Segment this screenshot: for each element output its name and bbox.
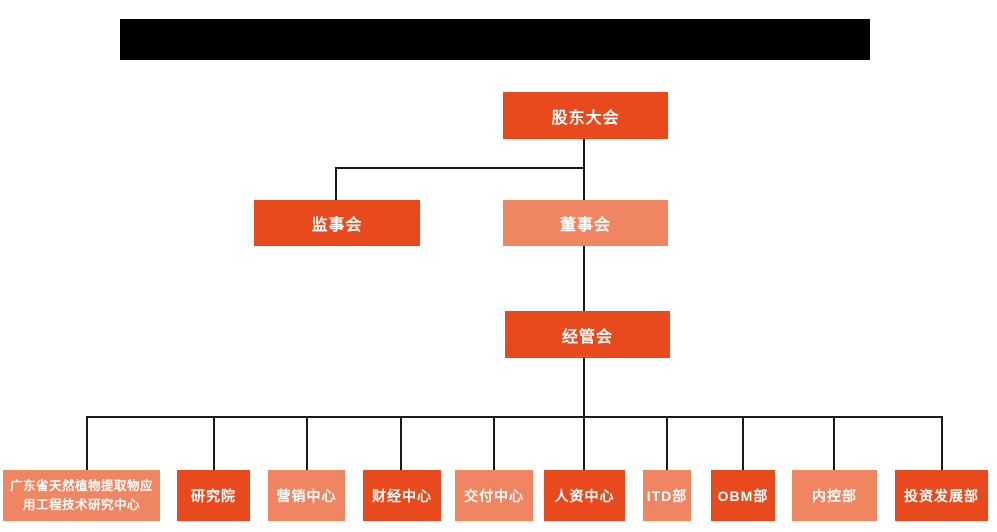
org-node-board-of-directors: 董事会 [503, 200, 668, 246]
org-node-delivery-center: 交付中心 [455, 470, 533, 521]
org-node-obm-department: OBM部 [711, 470, 775, 521]
connector-dept-drop-9 [833, 416, 835, 470]
org-node-investment-development-department: 投资发展部 [895, 470, 988, 521]
connector-dept-drop-4 [400, 416, 402, 470]
redacted-title-bar [120, 19, 870, 60]
org-node-shareholders-meeting: 股东大会 [503, 92, 668, 139]
connector-dept-drop-8 [742, 416, 744, 470]
connector-root-drop [583, 139, 585, 169]
connector-board-to-management [583, 246, 585, 311]
org-node-itd-department: ITD部 [643, 470, 691, 521]
org-node-finance-center: 财经中心 [363, 470, 441, 521]
connector-board-drop [583, 167, 585, 200]
connector-dept-drop-2 [213, 416, 215, 470]
connector-dept-drop-10 [941, 416, 943, 470]
org-node-internal-control-department: 内控部 [792, 470, 877, 521]
connector-level2-horizontal [335, 167, 585, 169]
org-node-management-committee: 经管会 [505, 311, 670, 358]
org-node-research-center: 广东省天然植物提取物应用工程技术研究中心 [3, 470, 160, 521]
org-node-supervisory-board: 监事会 [254, 200, 420, 246]
connector-supervisory-drop [335, 167, 337, 200]
connector-dept-drop-3 [306, 416, 308, 470]
connector-dept-drop-5 [493, 416, 495, 470]
connector-dept-drop-1 [86, 416, 88, 470]
connector-management-drop [583, 358, 585, 470]
org-node-marketing-center: 营销中心 [268, 470, 345, 521]
connector-dept-drop-7 [666, 416, 668, 470]
org-node-research-institute: 研究院 [177, 470, 250, 521]
connector-departments-horizontal [86, 416, 943, 418]
org-node-hr-center: 人资中心 [544, 470, 625, 521]
